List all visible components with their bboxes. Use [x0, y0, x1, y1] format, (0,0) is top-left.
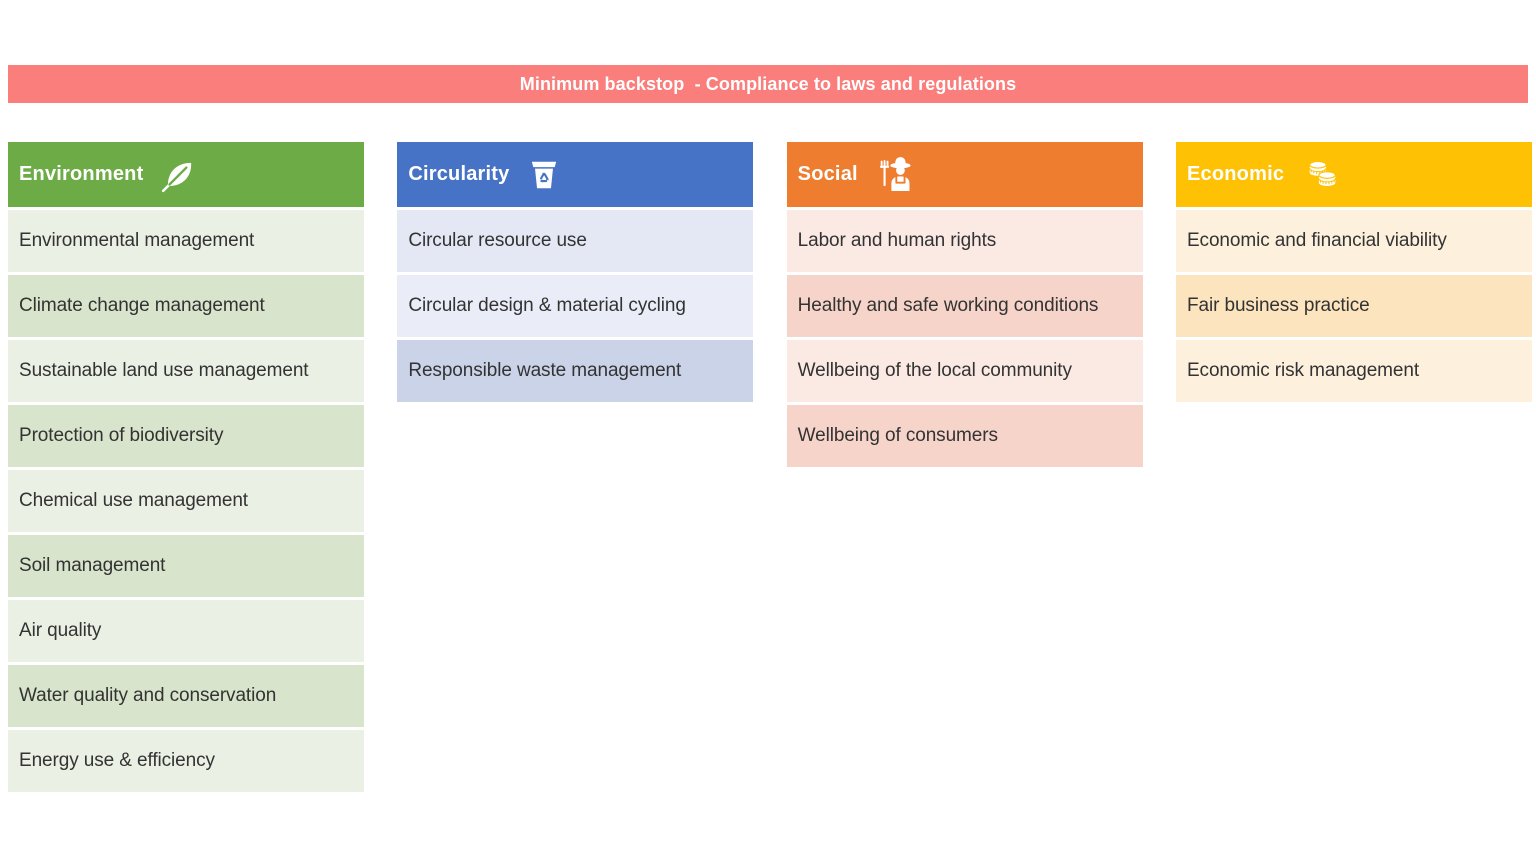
topic-label: Sustainable land use management — [19, 360, 309, 381]
topic-row-environment: Chemical use management — [8, 470, 364, 532]
topic-label: Wellbeing of consumers — [797, 425, 998, 446]
topic-label: Water quality and conservation — [19, 685, 277, 706]
topic-label: Chemical use management — [19, 490, 248, 511]
topic-label: Fair business practice — [1186, 295, 1370, 316]
column-header-environment: Environment — [8, 142, 364, 207]
topic-label: Labor and human rights — [797, 230, 997, 251]
minimum-backstop-banner: Minimum backstop - Compliance to laws an… — [8, 65, 1528, 103]
topic-row-environment: Air quality — [8, 600, 364, 662]
recycle-bin-icon — [532, 161, 557, 188]
topic-label: Protection of biodiversity — [19, 425, 224, 446]
topic-label: Economic and financial viability — [1186, 230, 1447, 251]
topic-label: Climate change management — [19, 295, 265, 316]
topic-row-social: Labor and human rights — [786, 210, 1143, 272]
column-header-economic: Economic — [1175, 142, 1532, 207]
topic-label: Circular resource use — [408, 230, 587, 251]
topic-row-environment: Climate change management — [8, 275, 364, 337]
column-header-social: Social — [786, 142, 1143, 207]
column-title: Environment — [19, 163, 144, 185]
column-title: Circularity — [408, 163, 510, 185]
topic-row-economic: Economic and financial viability — [1175, 210, 1532, 272]
topic-label: Environmental management — [19, 230, 255, 251]
topic-row-environment: Water quality and conservation — [8, 665, 364, 727]
topic-label: Soil management — [19, 555, 166, 576]
topic-label: Economic risk management — [1186, 360, 1420, 381]
topic-label: Wellbeing of the local community — [797, 360, 1072, 381]
topic-row-circularity: Circular design & material cycling — [397, 275, 754, 337]
topic-row-circularity: Circular resource use — [397, 210, 754, 272]
topic-row-environment: Environmental management — [8, 210, 364, 272]
topic-row-economic: Economic risk management — [1175, 340, 1532, 402]
topic-label: Energy use & efficiency — [19, 750, 215, 771]
topic-row-environment: Soil management — [8, 535, 364, 597]
topic-row-social: Wellbeing of consumers — [786, 405, 1143, 467]
column-icon-wrap — [159, 156, 199, 194]
column-title: Social — [797, 163, 858, 185]
topic-row-social: Healthy and safe working conditions — [786, 275, 1143, 337]
column-title: Economic — [1186, 163, 1285, 185]
topic-label: Circular design & material cycling — [408, 295, 686, 316]
banner-label: Minimum backstop - Compliance to laws an… — [519, 73, 1017, 94]
topic-row-environment: Energy use & efficiency — [8, 730, 364, 792]
topic-row-environment: Sustainable land use management — [8, 340, 364, 402]
topic-row-environment: Protection of biodiversity — [8, 405, 364, 467]
topic-row-economic: Fair business practice — [1175, 275, 1532, 337]
column-icon-wrap — [1300, 154, 1344, 195]
coins-icon — [1309, 160, 1337, 186]
topic-row-social: Wellbeing of the local community — [786, 340, 1143, 402]
topic-label: Air quality — [19, 620, 102, 641]
column-icon-wrap — [874, 151, 921, 198]
topic-label: Responsible waste management — [408, 360, 682, 381]
farmer-icon — [879, 157, 911, 191]
column-header-circularity: Circularity — [397, 142, 754, 207]
column-icon-wrap — [525, 156, 563, 194]
leaf-icon — [162, 162, 192, 192]
column-economic: Economic Economic — [1175, 142, 1532, 402]
topic-row-circularity: Responsible waste management — [397, 340, 754, 402]
column-social: Social Labor and — [786, 142, 1143, 467]
topic-label: Healthy and safe working conditions — [797, 295, 1099, 316]
